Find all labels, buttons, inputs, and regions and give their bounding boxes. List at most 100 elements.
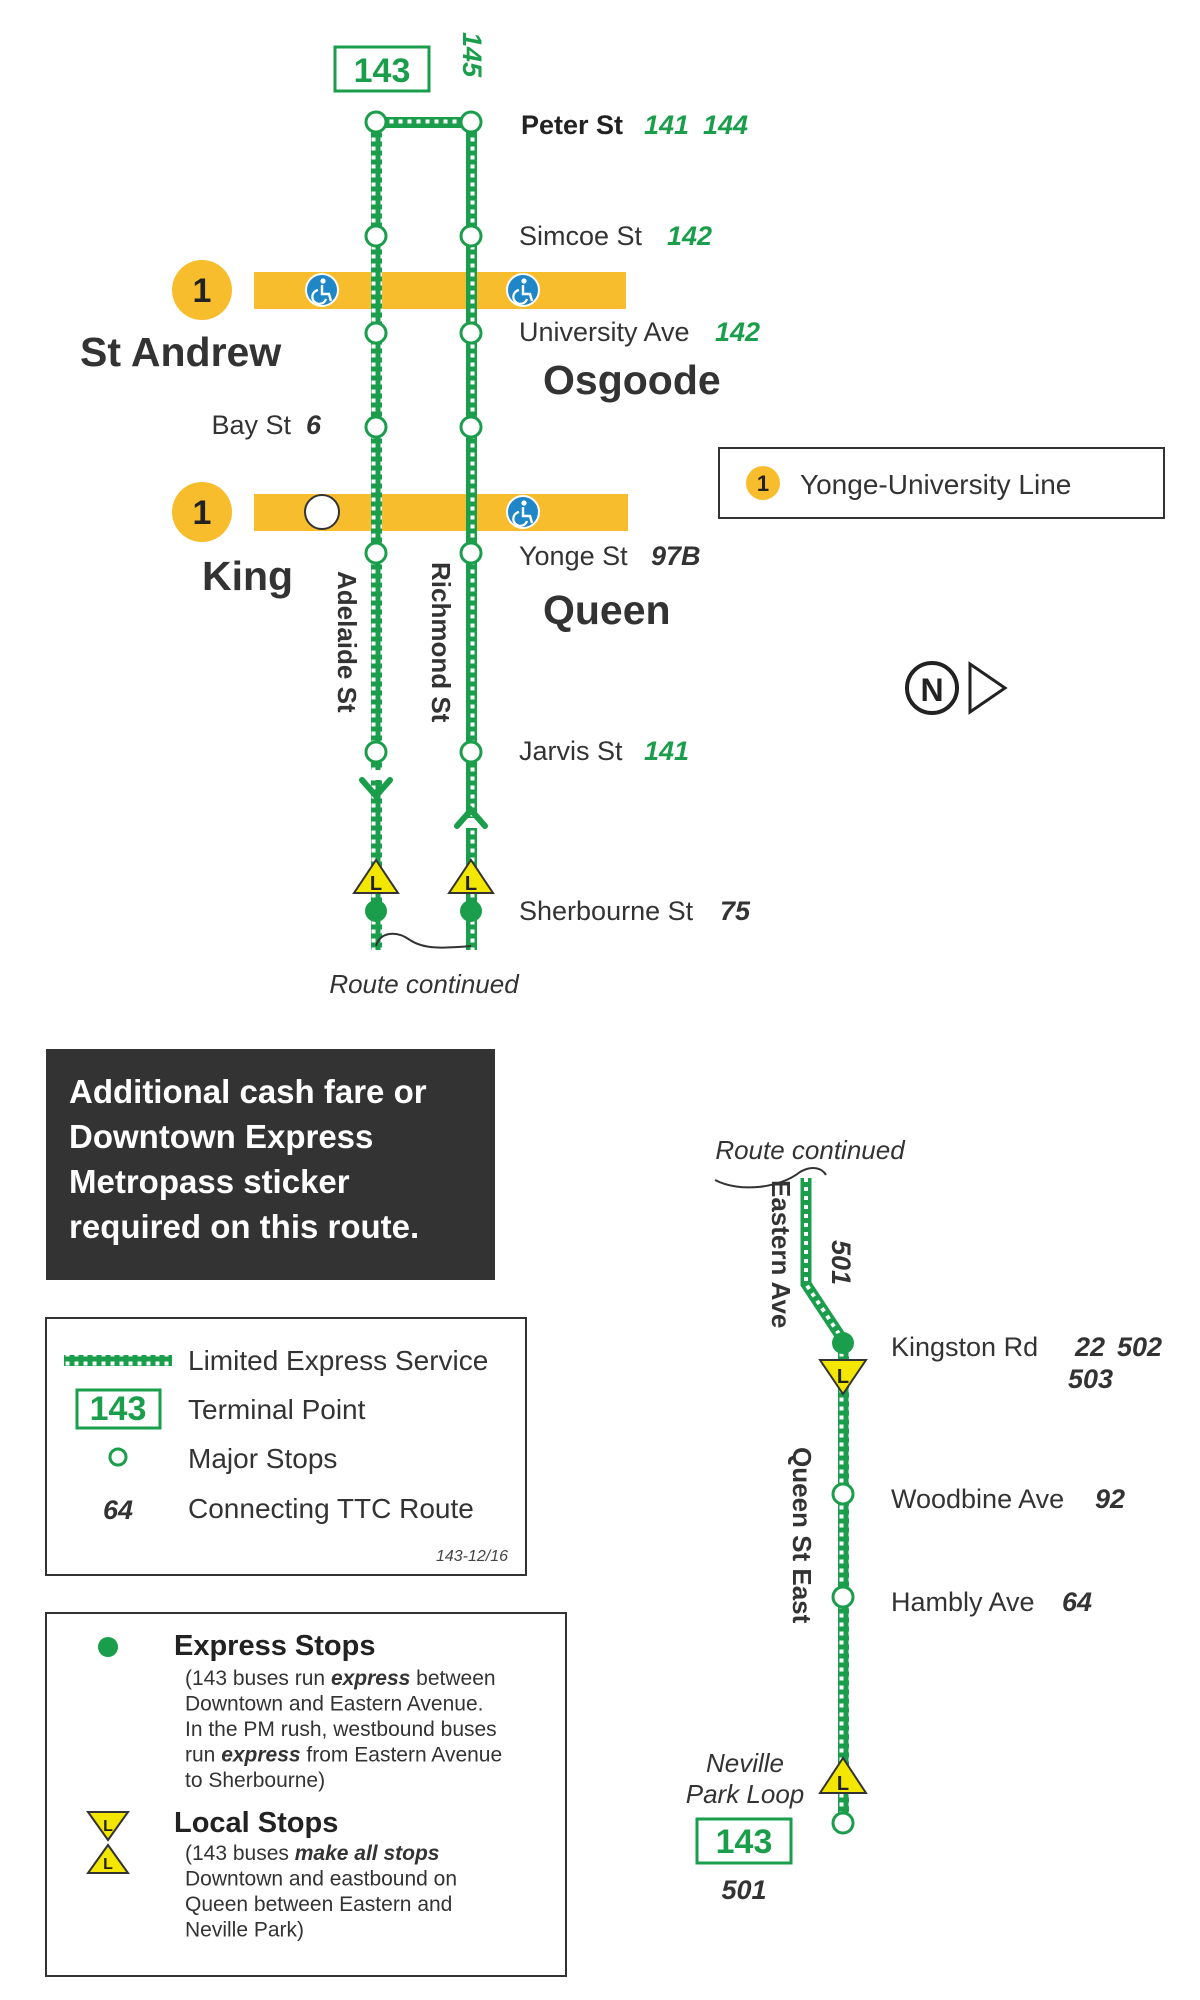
local-stop-marker-kingston: L	[818, 1359, 868, 1396]
north-arrow: N	[905, 661, 1008, 715]
stop-woodbine	[831, 1482, 855, 1506]
street-richmond: Richmond St	[426, 562, 456, 723]
svg-text:University Ave: University Ave	[519, 317, 690, 347]
svg-text:N: N	[920, 672, 943, 708]
major-stop-2-richmond	[459, 321, 483, 345]
stop-label-sherbourne: Sherbourne St 75	[519, 896, 751, 926]
svg-text:Downtown Express: Downtown Express	[69, 1118, 373, 1155]
major-stop-0-adelaide	[364, 110, 388, 134]
svg-text:Additional cash fare or: Additional cash fare or	[69, 1073, 427, 1110]
local-desc-line-1: Downtown and eastbound on	[185, 1868, 457, 1891]
terminal-bottom: 143 501	[695, 1817, 793, 1905]
route-continued-brace-bottom	[714, 1167, 827, 1189]
stop-neville-park	[831, 1811, 855, 1835]
svg-text:Woodbine Ave: Woodbine Ave	[891, 1484, 1064, 1514]
svg-text:required on this route.: required on this route.	[69, 1208, 419, 1245]
svg-text:64: 64	[103, 1495, 133, 1525]
svg-text:502: 502	[1117, 1332, 1162, 1362]
major-stop-0-richmond	[459, 110, 483, 134]
route-line-eastern-ave	[800, 1178, 848, 1344]
line-1-badge-st-andrew: 1	[172, 260, 232, 320]
stop-label-peter: Peter St 141 144	[521, 110, 748, 140]
legend-major-stop-sample	[108, 1447, 128, 1467]
route-line-richmond	[466, 122, 477, 950]
terminal-top: 143	[333, 45, 431, 93]
station-king: King	[202, 553, 293, 599]
route-501-label: 501	[826, 1240, 856, 1285]
stop-hambly	[831, 1585, 855, 1609]
local-desc-line-0: (143 buses make all stops	[185, 1842, 439, 1865]
svg-text:Sherbourne St: Sherbourne St	[519, 896, 694, 926]
express-desc-line-3: run express from Eastern Avenue	[185, 1744, 502, 1767]
svg-text:L: L	[103, 1856, 113, 1873]
svg-text:64: 64	[1062, 1587, 1092, 1617]
express-stop-icon	[98, 1637, 118, 1657]
local-stop-marker-adelaide: L	[352, 858, 400, 895]
major-stop-5-richmond	[459, 740, 483, 764]
svg-text:Park Loop: Park Loop	[686, 1779, 805, 1809]
westbound-arrow	[359, 770, 393, 801]
stop-label-jarvis: Jarvis St 141	[519, 736, 689, 766]
fare-notice: Additional cash fare or Downtown Express…	[46, 1049, 495, 1280]
major-stop-1-adelaide	[364, 224, 388, 248]
svg-text:Metropass sticker: Metropass sticker	[69, 1163, 350, 1200]
svg-text:Local Stops: Local Stops	[174, 1807, 338, 1839]
route-continued-bottom: Route continued	[715, 1135, 906, 1165]
svg-text:Yonge St: Yonge St	[519, 541, 628, 571]
local-desc-line-3: Neville Park)	[185, 1919, 304, 1942]
express-desc-line-0: (143 buses run express between	[185, 1667, 496, 1690]
svg-text:Peter St: Peter St	[521, 110, 623, 140]
major-stop-1-richmond	[459, 224, 483, 248]
major-stop-3-richmond	[459, 415, 483, 439]
svg-text:Hambly Ave: Hambly Ave	[891, 1587, 1035, 1617]
route-line-adelaide	[371, 122, 382, 950]
express-stop-sherbourne-adelaide	[365, 900, 387, 922]
stop-label-yonge: Yonge St 97B	[519, 541, 701, 571]
legend-limited-express: Limited Express Service	[188, 1345, 488, 1376]
svg-text:1: 1	[757, 471, 769, 496]
route-continued-brace-top	[375, 932, 472, 949]
svg-text:143: 143	[90, 1390, 147, 1428]
svg-text:143: 143	[354, 52, 411, 90]
line-1-badge-king: 1	[172, 482, 232, 542]
north-pointer-icon	[968, 661, 1008, 715]
legend-major-stops: Major Stops	[188, 1443, 337, 1474]
svg-text:L: L	[465, 873, 477, 895]
major-stops-downtown	[364, 110, 483, 764]
svg-text:L: L	[837, 1773, 849, 1795]
svg-text:503: 503	[1068, 1364, 1113, 1394]
svg-text:141: 141	[644, 736, 689, 766]
svg-text:L: L	[103, 1818, 113, 1835]
local-desc-line-2: Queen between Eastern and	[185, 1893, 452, 1916]
neville-park-loop-label: Neville Park Loop	[686, 1748, 805, 1809]
express-stop-kingston	[832, 1332, 854, 1354]
street-adelaide: Adelaide St	[332, 571, 362, 713]
svg-text:Neville: Neville	[706, 1748, 784, 1778]
stop-label-university: University Ave 142	[519, 317, 760, 347]
svg-text:141: 141	[644, 110, 689, 140]
svg-text:Bay St: Bay St	[211, 410, 291, 440]
local-stop-icon: L L	[86, 1811, 130, 1874]
express-desc-line-4: to Sherbourne)	[185, 1769, 325, 1792]
stop-label-hambly: Hambly Ave 64	[891, 1587, 1092, 1617]
express-stop-sherbourne-richmond	[460, 900, 482, 922]
station-osgoode: Osgoode	[543, 357, 721, 403]
king-station-marker	[304, 494, 340, 530]
subway-legend: 1 Yonge-University Line	[718, 447, 1165, 519]
route-continued-top: Route continued	[329, 969, 520, 999]
svg-text:143: 143	[716, 1823, 773, 1861]
legend-terminal-sample	[75, 1388, 162, 1430]
stop-label-woodbine: Woodbine Ave 92	[891, 1484, 1125, 1514]
svg-text:1: 1	[193, 272, 212, 310]
station-st-andrew: St Andrew	[80, 329, 281, 375]
legend-box: Limited Express Service 143 Terminal Poi…	[45, 1317, 527, 1576]
station-queen: Queen	[543, 587, 671, 633]
svg-text:501: 501	[721, 1875, 766, 1905]
svg-text:Yonge-University Line: Yonge-University Line	[800, 469, 1071, 500]
route-line-peter-connector	[377, 117, 472, 128]
svg-text:97B: 97B	[651, 541, 701, 571]
legend-connecting-route: Connecting TTC Route	[188, 1493, 474, 1524]
